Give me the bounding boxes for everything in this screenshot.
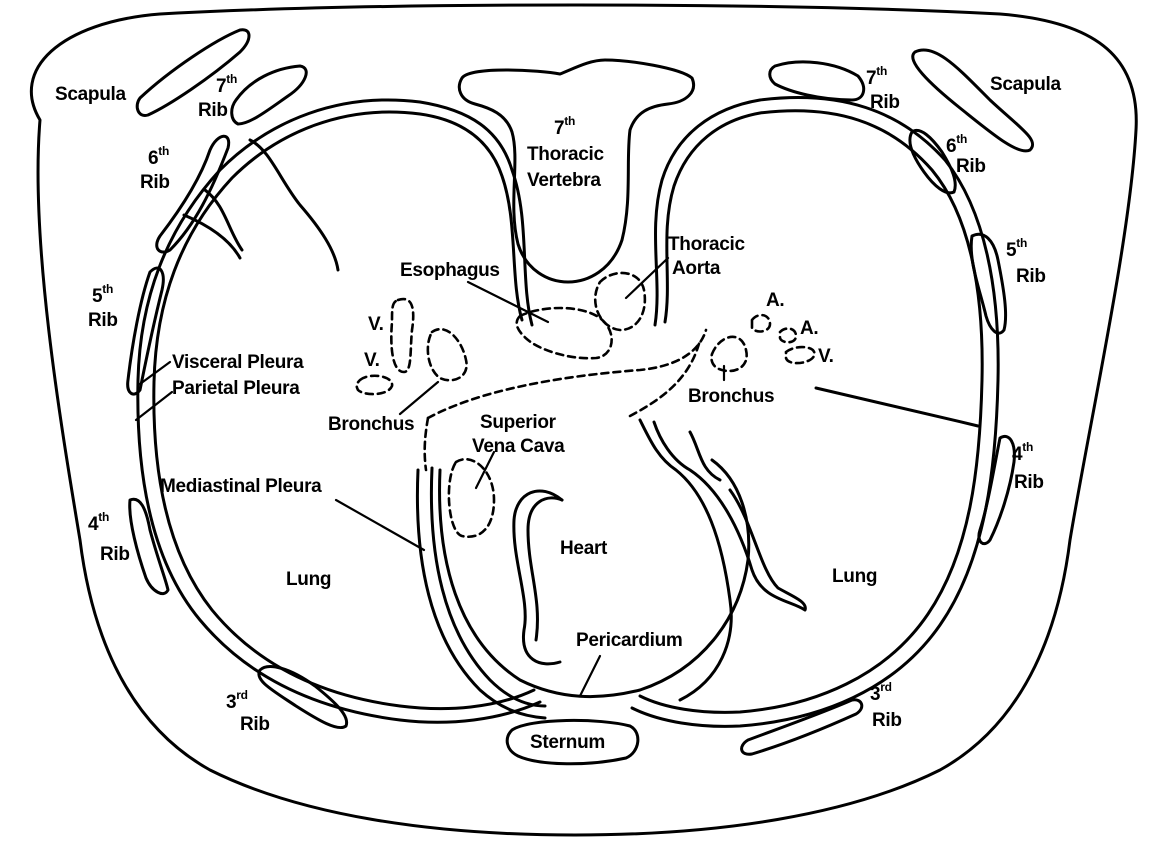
leader-aorta (626, 258, 668, 298)
heart-label: Heart (560, 538, 608, 559)
svc-superior-label: Superior (480, 412, 557, 433)
rib7-left-label: 7th (216, 72, 237, 97)
rib7-right-label: 7th (866, 64, 887, 89)
rib5-left-label: 5th (92, 282, 113, 307)
rib3-left-label: 3rd (226, 688, 248, 713)
left-fissure-upper (250, 140, 338, 270)
scapula-right-label: Scapula (990, 74, 1061, 95)
right-lung-inner-pleura (640, 111, 982, 713)
sternum-label: Sternum (530, 732, 605, 753)
rib4-right-bone (979, 436, 1014, 543)
scapula-left-label: Scapula (55, 84, 126, 105)
rib4-left-rib-label: Rib (100, 544, 130, 565)
rib6-left-rib-label: Rib (140, 172, 170, 193)
aorta-aorta-label: Aorta (672, 258, 721, 279)
rib4-left-label: 4th (88, 510, 109, 535)
right-bronchus-dashed (711, 337, 746, 371)
rib4-right-label: 4th (1012, 440, 1033, 465)
right-fissure (816, 388, 978, 426)
pericardium-outline (440, 460, 749, 697)
vein-lower-label: V. (364, 350, 380, 371)
artery-lower-label: A. (800, 318, 818, 339)
vein-upper-dashed (391, 299, 413, 372)
leader-pericardium (580, 656, 600, 696)
visceral-pleura-label: Visceral Pleura (172, 352, 304, 373)
rib6-right-label: 6th (946, 132, 967, 157)
lung-left-label: Lung (286, 569, 331, 590)
vertebra-vertebra-label: Vertebra (527, 170, 601, 191)
rib7-right-rib-label: Rib (870, 92, 900, 113)
right-mediastinum-inner (640, 420, 731, 700)
rib4-right-rib-label: Rib (1014, 472, 1044, 493)
artery-upper-label: A. (766, 290, 784, 311)
left-fissure-lower (205, 190, 242, 250)
rib3-left-rib-label: Rib (240, 714, 270, 735)
vein-lower-dashed (357, 376, 392, 394)
vertebra-thoracic-label: Thoracic (527, 144, 605, 165)
aorta-thoracic-label: Thoracic (668, 234, 746, 255)
rib5-left-rib-label: Rib (88, 310, 118, 331)
lung-right-label: Lung (832, 566, 877, 587)
pericardium-label: Pericardium (576, 630, 683, 651)
bronchus-right-label: Bronchus (688, 386, 774, 407)
heart-inner-wall (528, 498, 562, 640)
left-bronchus-dashed (428, 329, 467, 380)
left-lung-inner-pleura (154, 112, 534, 709)
thoracic-aorta-dashed (595, 273, 645, 330)
mediastinum-dashed-left (425, 418, 428, 470)
vein-right-dashed (786, 347, 814, 363)
rib3-left-bone (259, 667, 347, 728)
rib3-right-label: 3rd (870, 680, 892, 705)
rib5-right-label: 5th (1006, 236, 1027, 261)
rib6-left-label: 6th (148, 144, 169, 169)
mediastinal-pleura-left (417, 470, 545, 718)
vein-right-label: V. (818, 346, 834, 367)
leader-bronchus-left (400, 382, 438, 414)
rib6-right-rib-label: Rib (956, 156, 986, 177)
mediastinal-pleura-label: Mediastinal Pleura (160, 476, 322, 497)
rib5-right-rib-label: Rib (1016, 266, 1046, 287)
rib7-right-bone (770, 62, 864, 100)
mediastinum-dashed-border (428, 330, 706, 418)
heart-outline (514, 491, 562, 664)
rib3-right-bone (742, 700, 862, 755)
right-mediastinum (654, 422, 805, 610)
esophagus-label: Esophagus (400, 260, 500, 281)
rib7-left-rib-label: Rib (198, 100, 228, 121)
parietal-pleura-label: Parietal Pleura (172, 378, 300, 399)
rib3-right-rib-label: Rib (872, 710, 902, 731)
vein-upper-label: V. (368, 314, 384, 335)
superior-vena-cava-dashed (449, 459, 494, 537)
leader-mediastinal (336, 500, 424, 550)
artery-lower-dashed (780, 329, 796, 343)
artery-upper-dashed (752, 315, 770, 331)
rib7-left-bone (232, 66, 307, 124)
leader-esophagus (468, 282, 548, 322)
scapula-right-bone (913, 50, 1033, 151)
svc-vena-cava-label: Vena Cava (472, 436, 565, 457)
bronchus-left-label: Bronchus (328, 414, 414, 435)
